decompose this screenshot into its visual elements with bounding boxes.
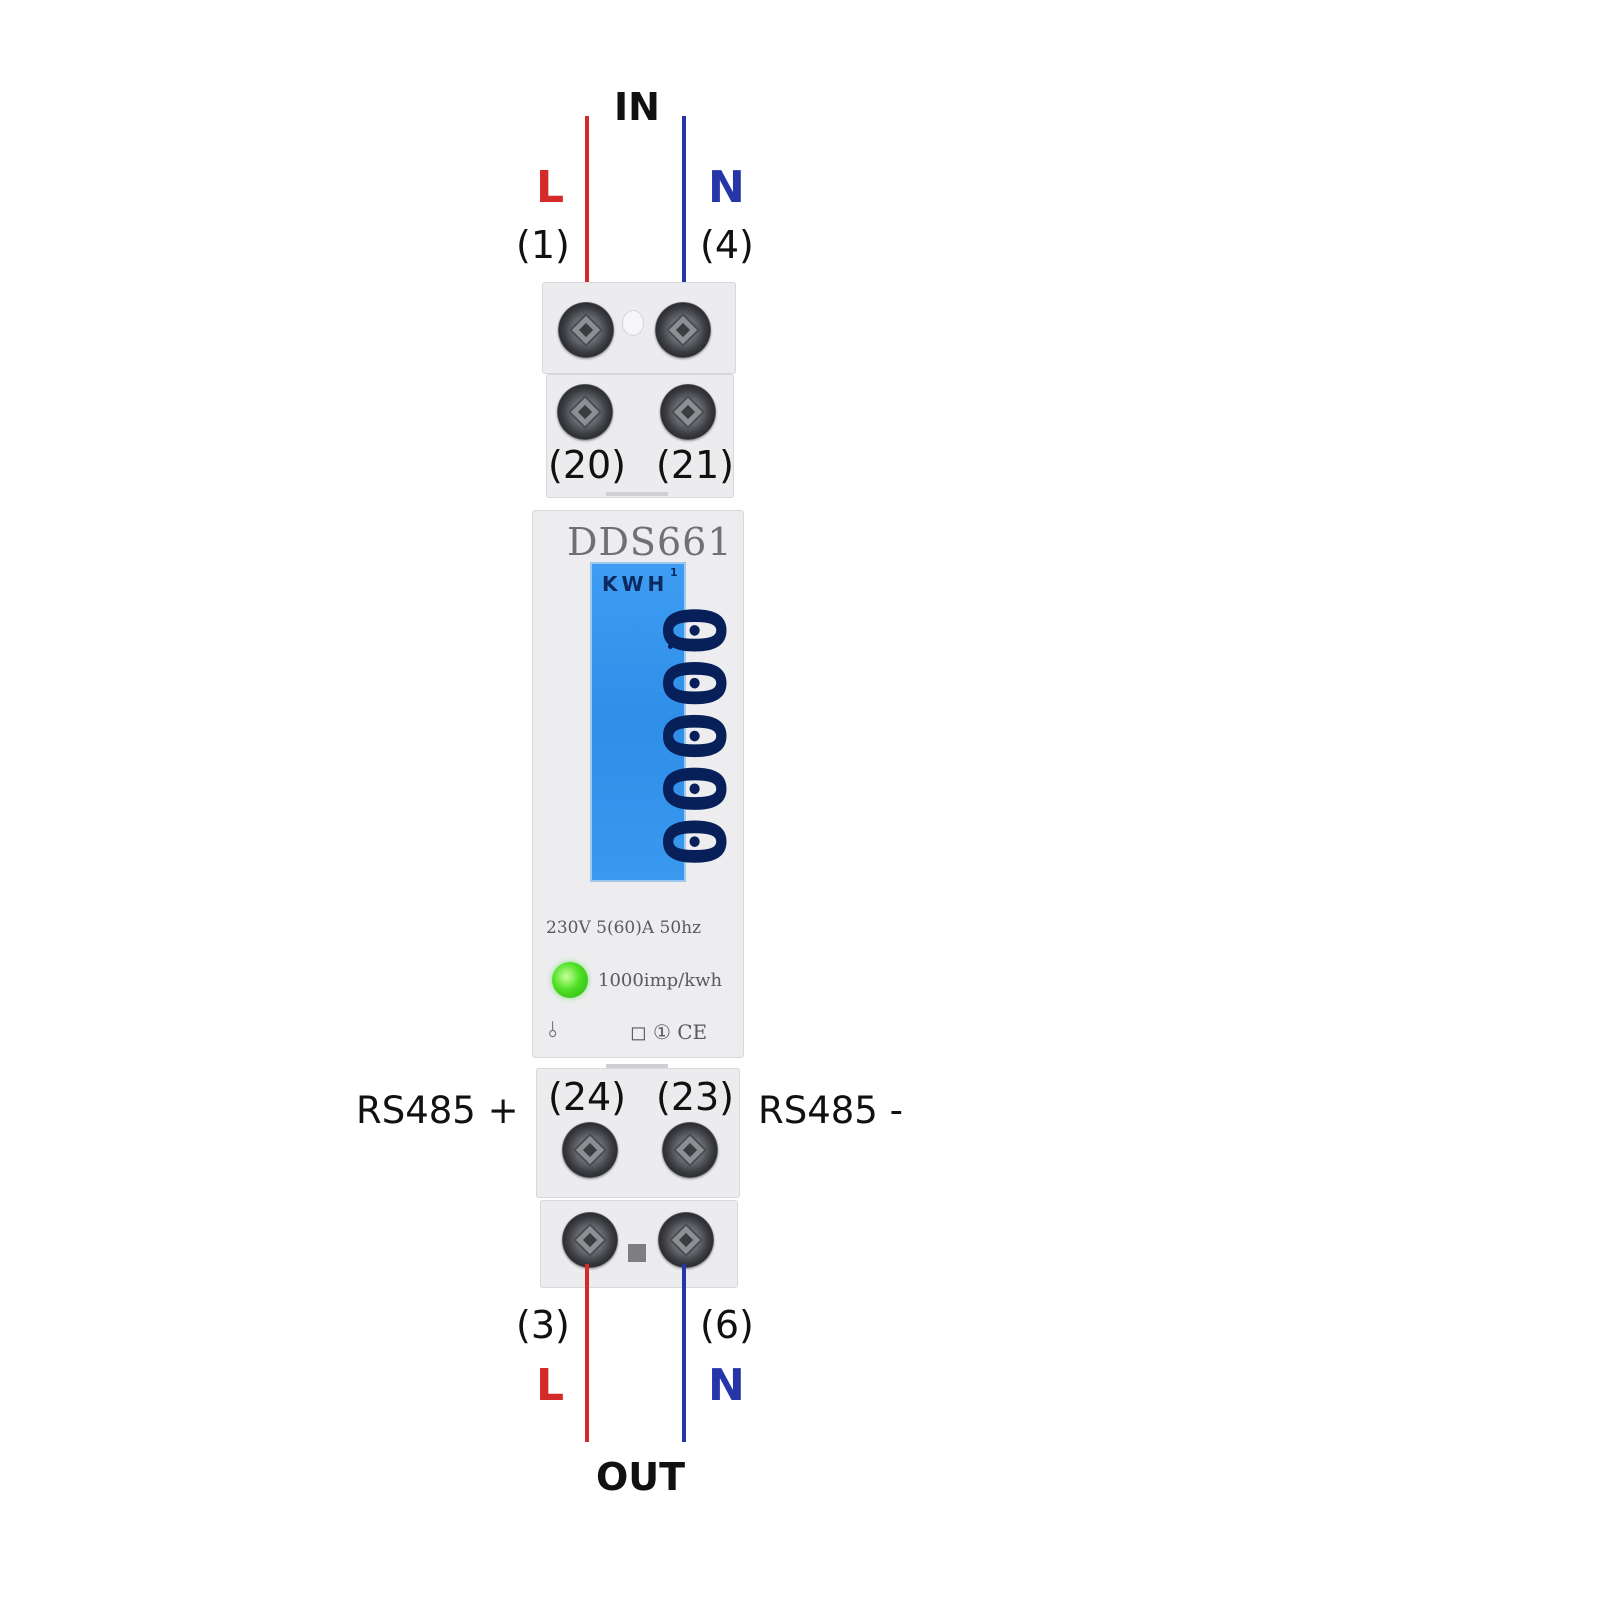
terminal-3-screw-icon [562, 1212, 618, 1268]
out-neutral-wire [682, 1264, 686, 1442]
terminal-3-label: (3) [516, 1303, 570, 1347]
terminal-21-label: (21) [656, 443, 735, 487]
out-live-phase-label: L [536, 1360, 565, 1411]
in-live-wire [585, 116, 589, 316]
in-label: IN [614, 85, 660, 129]
terminal-6-label: (6) [700, 1303, 754, 1347]
bottom-rail-slot [606, 1064, 668, 1068]
lcd-superscript: 1 [670, 566, 678, 579]
top-rail-slot [606, 492, 668, 496]
terminal-21-screw-icon [660, 384, 716, 440]
terminal-23-label: (23) [656, 1075, 735, 1119]
out-neutral-phase-label: N [708, 1360, 745, 1411]
out-label: OUT [596, 1455, 686, 1499]
rating-text: 230V 5(60)A 50hz [546, 918, 702, 938]
terminal-1-screw-icon [558, 302, 614, 358]
terminal-24-label: (24) [548, 1075, 627, 1119]
constant-text: 1000imp/kwh [598, 970, 723, 991]
certification-marks: ◻ ① CE [630, 1020, 708, 1044]
terminal-20-label: (20) [548, 443, 627, 487]
model-name: DDS661 [567, 520, 733, 564]
in-neutral-wire [682, 116, 686, 316]
terminal-4-label: (4) [700, 223, 754, 267]
terminal-23-screw-icon [662, 1122, 718, 1178]
lcd-decimal-dot [668, 644, 673, 649]
lcd-reading: 00000 [644, 604, 742, 868]
pulse-led-icon [552, 962, 588, 998]
rs485-minus-label: RS485 - [758, 1089, 903, 1132]
top-indicator-hole [622, 310, 644, 336]
lcd-display [590, 562, 686, 882]
terminal-24-screw-icon [562, 1122, 618, 1178]
in-live-phase-label: L [536, 162, 565, 213]
terminal-6-screw-icon [658, 1212, 714, 1268]
thermometer-icon: ⫰ [548, 1018, 558, 1043]
terminal-4-screw-icon [655, 302, 711, 358]
lcd-unit-label: KWH [602, 572, 669, 596]
out-live-wire [585, 1264, 589, 1442]
terminal-1-label: (1) [516, 223, 570, 267]
terminal-20-screw-icon [557, 384, 613, 440]
lcd-reading-graphic: 00000 [644, 604, 742, 868]
bottom-indicator-square [628, 1244, 646, 1262]
rs485-plus-label: RS485 + [356, 1089, 519, 1132]
in-neutral-phase-label: N [708, 162, 745, 213]
